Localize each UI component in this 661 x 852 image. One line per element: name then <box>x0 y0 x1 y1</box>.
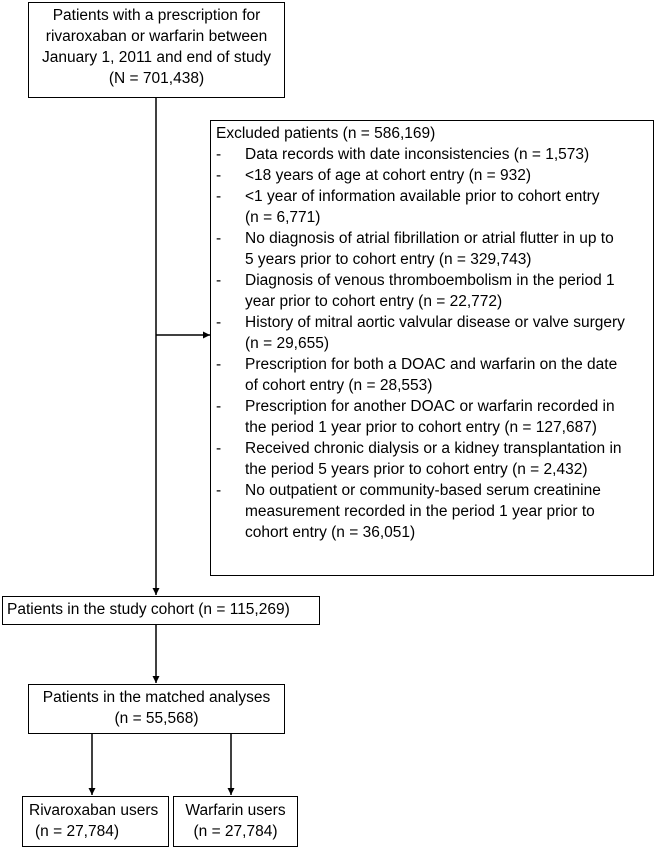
exclusion-item: Prescription for both a DOAC and warfari… <box>216 354 649 396</box>
exclusion-item: <18 years of age at cohort entry (n = 93… <box>216 165 649 186</box>
source-line-1: Patients with a prescription for <box>52 7 261 24</box>
warfarin-line-2: (n = 27,784) <box>193 823 278 840</box>
exclusion-line: Received chronic dialysis or a kidney tr… <box>245 440 622 457</box>
exclusion-line: year prior to cohort entry (n = 22,772) <box>245 293 503 310</box>
rivaroxaban-line-2: (n = 27,784) <box>35 823 120 840</box>
rivaroxaban-users-box: Rivaroxaban users (n = 27,784) <box>22 796 169 847</box>
exclusion-line: the period 1 year prior to cohort entry … <box>245 419 597 436</box>
exclusion-item: No diagnosis of atrial fibrillation or a… <box>216 228 649 270</box>
study-cohort-label: Patients in the study cohort (n = 115,26… <box>7 601 290 618</box>
exclusion-item: Received chronic dialysis or a kidney tr… <box>216 438 649 480</box>
exclusion-line: 5 years prior to cohort entry (n = 329,7… <box>245 251 532 268</box>
exclusion-item: Prescription for another DOAC or warfari… <box>216 396 649 438</box>
warfarin-users-box: Warfarin users (n = 27,784) <box>173 796 298 847</box>
exclusion-line: (n = 29,655) <box>245 335 330 352</box>
exclusion-line: History of mitral aortic valvular diseas… <box>245 314 625 331</box>
exclusion-line: measurement recorded in the period 1 yea… <box>245 503 595 520</box>
exclusion-line: Prescription for both a DOAC and warfari… <box>245 356 618 373</box>
exclusion-item: <1 year of information available prior t… <box>216 186 649 228</box>
exclusion-item: History of mitral aortic valvular diseas… <box>216 312 649 354</box>
source-line-4: (N = 701,438) <box>108 70 205 87</box>
exclusion-line: Prescription for another DOAC or warfari… <box>245 398 615 415</box>
source-line-2: rivaroxaban or warfarin between <box>45 28 268 45</box>
exclusion-line: <18 years of age at cohort entry (n = 93… <box>245 167 532 184</box>
exclusion-line: the period 5 years prior to cohort entry… <box>245 461 588 478</box>
matched-line-1: Patients in the matched analyses <box>42 689 271 706</box>
matched-line-2: (n = 55,568) <box>114 710 199 727</box>
source-population-box: Patients with a prescription for rivarox… <box>28 2 285 98</box>
exclusion-line: No outpatient or community-based serum c… <box>245 482 601 499</box>
source-line-3: January 1, 2011 and end of study <box>42 49 271 66</box>
rivaroxaban-line-1: Rivaroxaban users <box>29 802 159 819</box>
exclusion-line: <1 year of information available prior t… <box>245 188 600 205</box>
exclusion-item: Diagnosis of venous thromboembolism in t… <box>216 270 649 312</box>
exclusion-line: (n = 6,771) <box>245 209 321 226</box>
matched-analyses-box: Patients in the matched analyses (n = 55… <box>28 684 285 734</box>
exclusion-line: of cohort entry (n = 28,553) <box>245 377 433 394</box>
exclusion-line: cohort entry (n = 36,051) <box>245 524 416 541</box>
excluded-title: Excluded patients (n = 586,169) <box>216 125 436 142</box>
exclusion-item: No outpatient or community-based serum c… <box>216 480 649 543</box>
exclusion-item: Data records with date inconsistencies (… <box>216 144 649 165</box>
warfarin-line-1: Warfarin users <box>185 802 286 819</box>
exclusion-line: No diagnosis of atrial fibrillation or a… <box>245 230 614 247</box>
exclusion-list: Data records with date inconsistencies (… <box>216 144 649 543</box>
study-cohort-box: Patients in the study cohort (n = 115,26… <box>2 596 320 625</box>
excluded-patients-box: Excluded patients (n = 586,169) Data rec… <box>210 120 654 576</box>
exclusion-line: Diagnosis of venous thromboembolism in t… <box>245 272 615 289</box>
exclusion-line: Data records with date inconsistencies (… <box>245 146 590 163</box>
